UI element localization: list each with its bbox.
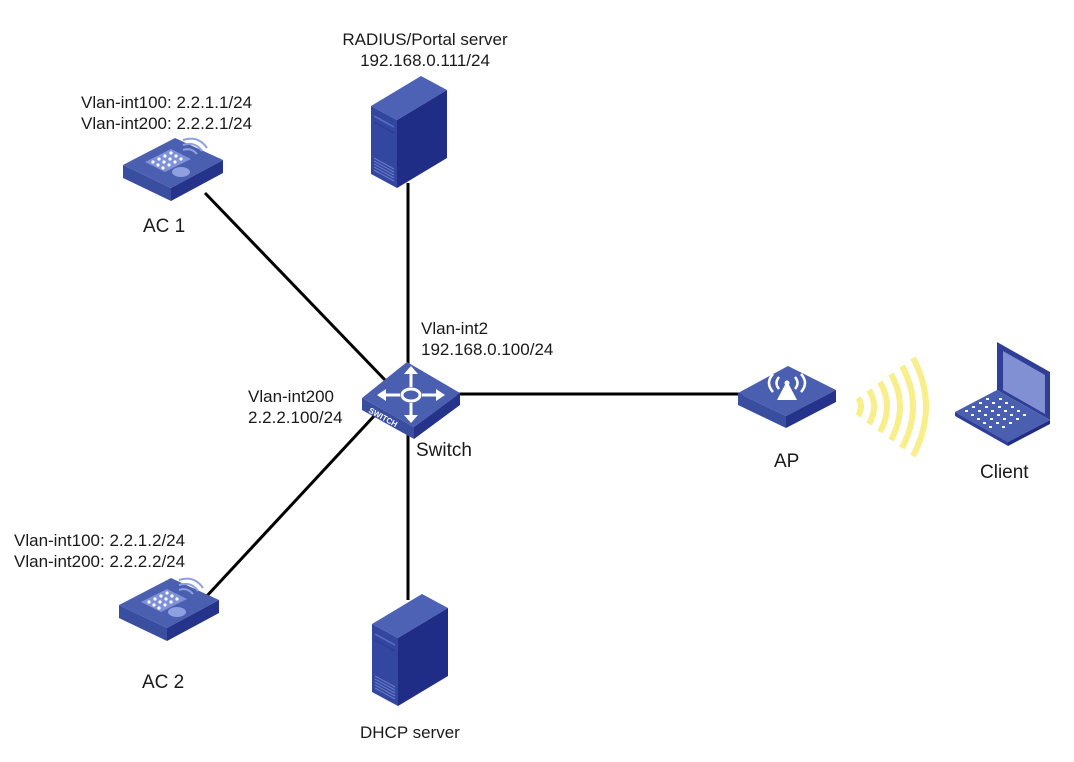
switch-left-iface-name: Vlan-int200 xyxy=(248,387,335,406)
ac2-icon[interactable] xyxy=(118,577,220,642)
wireless-signal-icon xyxy=(855,356,929,458)
switch-left-iface-ip: 2.2.2.100/24 xyxy=(248,408,343,427)
link-switch-ac1 xyxy=(203,191,387,382)
switch-icon[interactable]: SWITCH xyxy=(362,362,460,439)
ac1-interface: Vlan-int200: 2.2.2.1/24 xyxy=(81,114,253,133)
ap-icon[interactable] xyxy=(738,366,836,428)
switch-name: Switch xyxy=(416,440,472,461)
ac2-name: AC 2 xyxy=(142,672,185,693)
ac2-interfaces: Vlan-int100: 2.2.1.2/24 Vlan-int200: 2.2… xyxy=(14,530,185,572)
switch-uplink-interface: Vlan-int2 192.168.0.100/24 xyxy=(421,318,553,360)
ac1-name: AC 1 xyxy=(143,216,186,237)
dhcp-server-name: DHCP server xyxy=(360,723,460,742)
laptop-icon[interactable] xyxy=(955,342,1050,446)
switch-left-interface: Vlan-int200 2.2.2.100/24 xyxy=(248,386,343,428)
radius-server-label: RADIUS/Portal server 192.168.0.111/24 xyxy=(300,29,550,71)
ac1-interfaces: Vlan-int100: 2.2.1.1/24 Vlan-int200: 2.2… xyxy=(81,92,252,134)
radius-server-ip: 192.168.0.111/24 xyxy=(360,51,490,70)
ac1-interface: Vlan-int100: 2.2.1.1/24 xyxy=(81,93,253,112)
ac2-interface: Vlan-int100: 2.2.1.2/24 xyxy=(14,531,186,550)
switch-uplink-iface-ip: 192.168.0.100/24 xyxy=(421,340,554,359)
radius-server-icon[interactable] xyxy=(370,75,448,189)
link-switch-ac2 xyxy=(203,413,377,600)
ac2-interface: Vlan-int200: 2.2.2.2/24 xyxy=(14,552,186,571)
radius-server-name: RADIUS/Portal server xyxy=(342,30,508,49)
links xyxy=(203,183,745,600)
ap-name: AP xyxy=(774,451,800,472)
ac1-icon[interactable] xyxy=(122,137,224,202)
dhcp-server-icon[interactable] xyxy=(371,593,449,707)
switch-uplink-iface-name: Vlan-int2 xyxy=(421,319,489,338)
client-name: Client xyxy=(980,462,1029,483)
